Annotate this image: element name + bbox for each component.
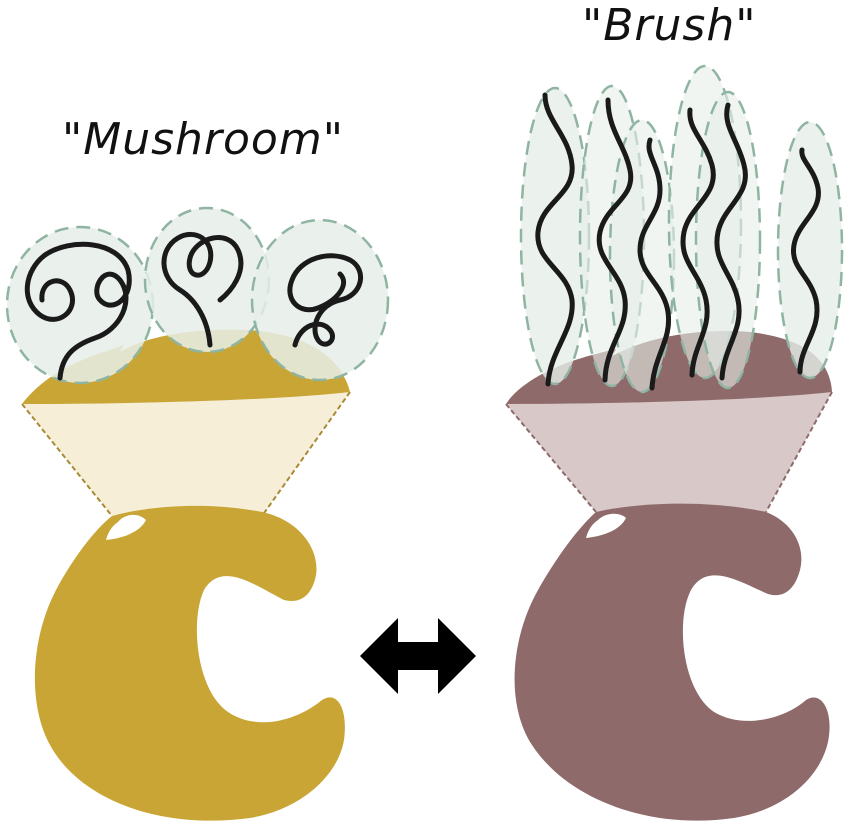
brush-chain-2 bbox=[596, 97, 634, 383]
mushroom-coil-3 bbox=[250, 218, 390, 382]
brush-protein bbox=[514, 503, 830, 821]
brush-coil-6 bbox=[776, 120, 844, 380]
mushroom-protein bbox=[34, 505, 345, 821]
brush-chain-3 bbox=[637, 137, 672, 391]
brush-zoom-line-right bbox=[765, 391, 833, 513]
brush-label: "Brush" bbox=[582, 0, 757, 51]
brush-chain-5 bbox=[714, 102, 748, 381]
left-right-arrow-icon bbox=[360, 618, 476, 694]
mushroom-panel bbox=[5, 206, 390, 821]
brush-chain-1 bbox=[535, 92, 575, 387]
mushroom-chain-3 bbox=[287, 253, 363, 348]
brush-chain-4 bbox=[680, 107, 716, 378]
brush-panel bbox=[505, 64, 844, 821]
brush-zoom-region bbox=[506, 392, 832, 512]
mushroom-zoom-region bbox=[22, 392, 350, 516]
brush-protein-notch bbox=[586, 513, 626, 538]
brush-coil-5 bbox=[694, 90, 762, 390]
brush-chain-6 bbox=[791, 147, 821, 375]
mushroom-chain-1 bbox=[24, 241, 132, 381]
mushroom-protein-notch bbox=[106, 514, 146, 540]
mushroom-chain-2 bbox=[161, 231, 244, 348]
brush-surface bbox=[506, 331, 832, 404]
mushroom-zoom-line-right bbox=[261, 391, 351, 517]
mushroom-label: "Mushroom" bbox=[62, 114, 344, 165]
